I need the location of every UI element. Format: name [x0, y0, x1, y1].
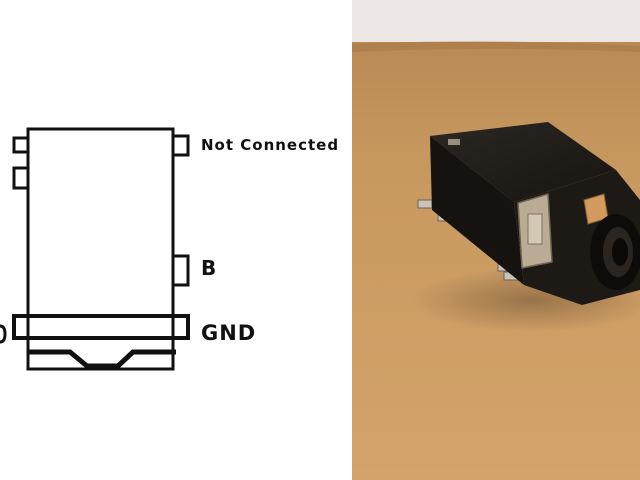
jack-top-face [430, 122, 616, 202]
left-label-fragment [0, 324, 7, 344]
jack-photo [352, 0, 640, 480]
jack-body-outline [26, 127, 175, 371]
jack-plug-band [12, 314, 190, 340]
right-pin-b [173, 254, 190, 287]
plug-opening-contour [28, 349, 176, 369]
jack-schematic: Not Connected B GND [0, 127, 340, 371]
wall-background [352, 0, 640, 48]
left-pin-top [12, 136, 28, 154]
left-pin-middle [12, 166, 28, 190]
pin-label-not-connected: Not Connected [201, 136, 340, 154]
pin-label-gnd: GND [201, 321, 257, 345]
schematic-drawing [0, 127, 190, 371]
top-notch [448, 139, 460, 145]
pin-label-b: B [201, 256, 217, 280]
right-pin-not-connected [173, 134, 190, 157]
jack-left-side [430, 136, 524, 285]
jack-photo-illustration [352, 0, 640, 480]
